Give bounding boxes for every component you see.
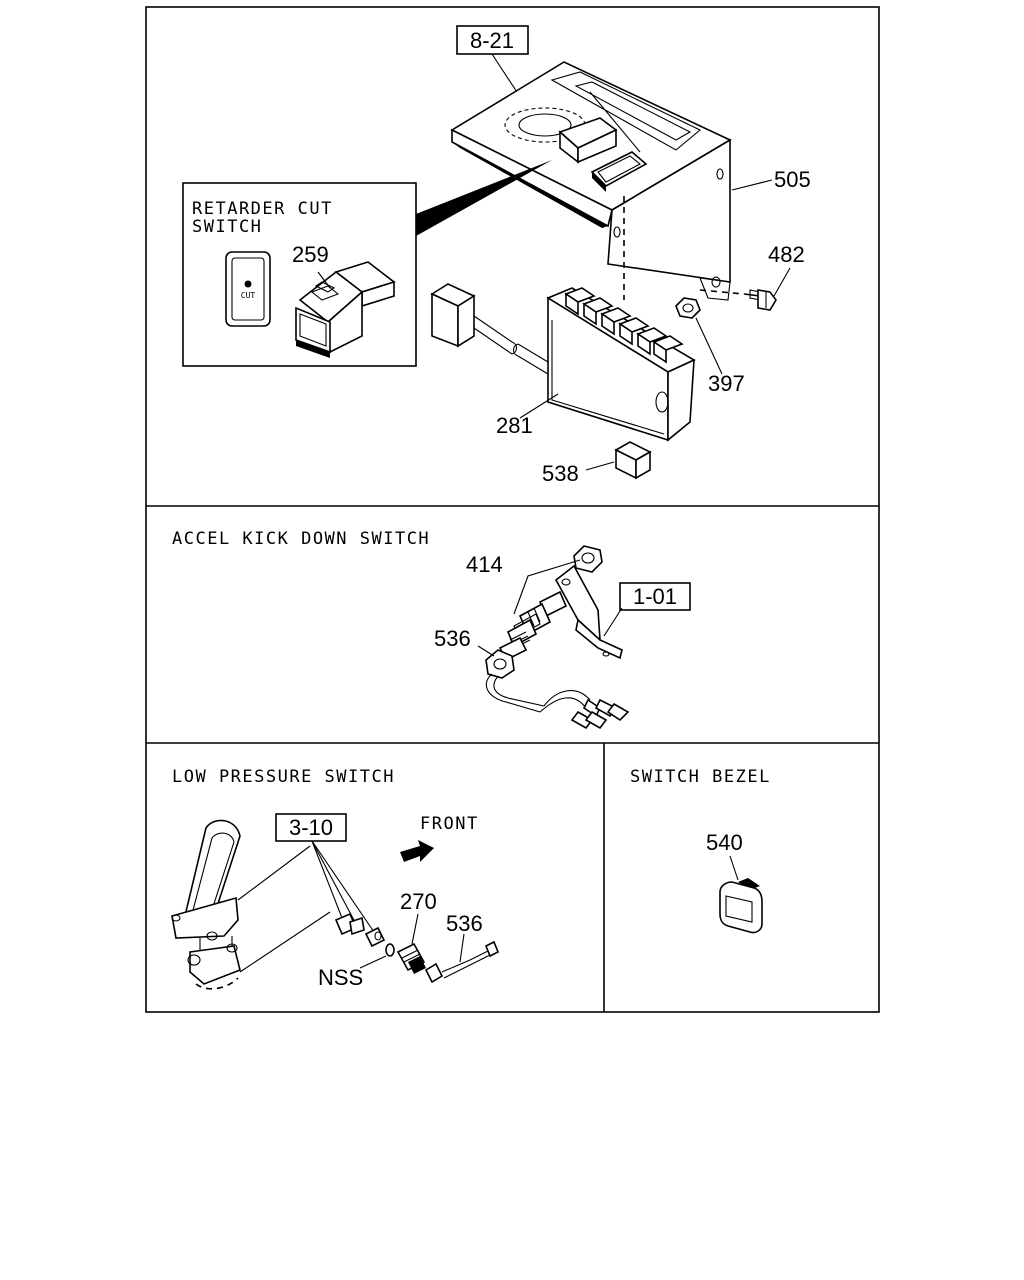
ref-397: 397 bbox=[708, 371, 745, 396]
ref-414: 414 bbox=[466, 552, 503, 577]
retarder-title-line1: RETARDER CUT bbox=[192, 199, 333, 219]
ref-8-21[interactable]: 8-21 bbox=[456, 25, 531, 113]
diagram-frame bbox=[145, 6, 880, 1013]
pipe-fittings bbox=[334, 912, 386, 948]
ref-8-21-label: 8-21 bbox=[470, 28, 514, 53]
ref-270: 270 bbox=[400, 889, 437, 914]
low-pressure-harness-536[interactable]: 536 bbox=[424, 911, 500, 984]
ref-259: 259 bbox=[292, 242, 329, 267]
front-arrow-icon bbox=[400, 840, 434, 862]
ref-nss: NSS bbox=[318, 965, 363, 990]
retarder-title-line2: SWITCH bbox=[192, 217, 262, 237]
nut-397[interactable]: 397 bbox=[675, 297, 745, 396]
ref-1-01-label: 1-01 bbox=[633, 584, 677, 609]
ref-536-a: 536 bbox=[434, 626, 471, 651]
ref-482: 482 bbox=[768, 242, 805, 267]
switch-module-281[interactable]: 281 bbox=[496, 287, 696, 442]
brake-pedal bbox=[171, 819, 331, 990]
retarder-switch-cut-label: CUT bbox=[241, 291, 256, 300]
bolt-482[interactable]: 482 bbox=[699, 242, 805, 311]
accel-kick-down-section: ACCEL KICK DOWN SWITCH 1-01 414 bbox=[172, 529, 691, 730]
ref-281: 281 bbox=[496, 413, 533, 438]
relay-538[interactable]: 538 bbox=[542, 441, 652, 486]
front-direction-indicator: FRONT bbox=[400, 814, 479, 862]
ref-536-b: 536 bbox=[446, 911, 483, 936]
module-keys bbox=[564, 287, 684, 364]
retarder-switch-face: CUT bbox=[225, 251, 271, 327]
low-pressure-switch-270[interactable]: 270 bbox=[396, 889, 437, 974]
switch-bezel-title: SWITCH BEZEL bbox=[630, 767, 771, 787]
accel-kick-down-title: ACCEL KICK DOWN SWITCH bbox=[172, 529, 430, 549]
ref-505[interactable]: 505 bbox=[774, 167, 811, 192]
low-pressure-title: LOW PRESSURE SWITCH bbox=[172, 767, 395, 787]
console-assembly-section: 8-21 bbox=[182, 25, 811, 486]
ref-3-10[interactable]: 3-10 bbox=[275, 813, 375, 933]
retarder-switch-259[interactable]: 259 bbox=[292, 242, 396, 358]
ref-3-10-label: 3-10 bbox=[289, 815, 333, 840]
console-housing: 505 bbox=[450, 61, 811, 301]
ref-540: 540 bbox=[706, 830, 743, 855]
retarder-cut-switch-inset: RETARDER CUT SWITCH CUT 25 bbox=[182, 160, 552, 367]
front-label: FRONT bbox=[420, 814, 479, 834]
kick-down-switch-414[interactable]: 414 bbox=[466, 552, 581, 662]
connector-with-cable bbox=[430, 283, 549, 375]
bracket bbox=[554, 545, 623, 660]
low-pressure-switch-section: LOW PRESSURE SWITCH 3-10 bbox=[171, 767, 500, 990]
ref-538: 538 bbox=[542, 461, 579, 486]
switch-bezel-section: SWITCH BEZEL 540 bbox=[630, 767, 771, 934]
kick-down-harness bbox=[485, 673, 630, 730]
kick-down-nut-536[interactable]: 536 bbox=[434, 626, 515, 679]
ref-1-01[interactable]: 1-01 bbox=[603, 582, 691, 637]
o-ring-nss[interactable]: NSS bbox=[318, 943, 395, 990]
switch-bezel-540[interactable]: 540 bbox=[706, 830, 763, 934]
